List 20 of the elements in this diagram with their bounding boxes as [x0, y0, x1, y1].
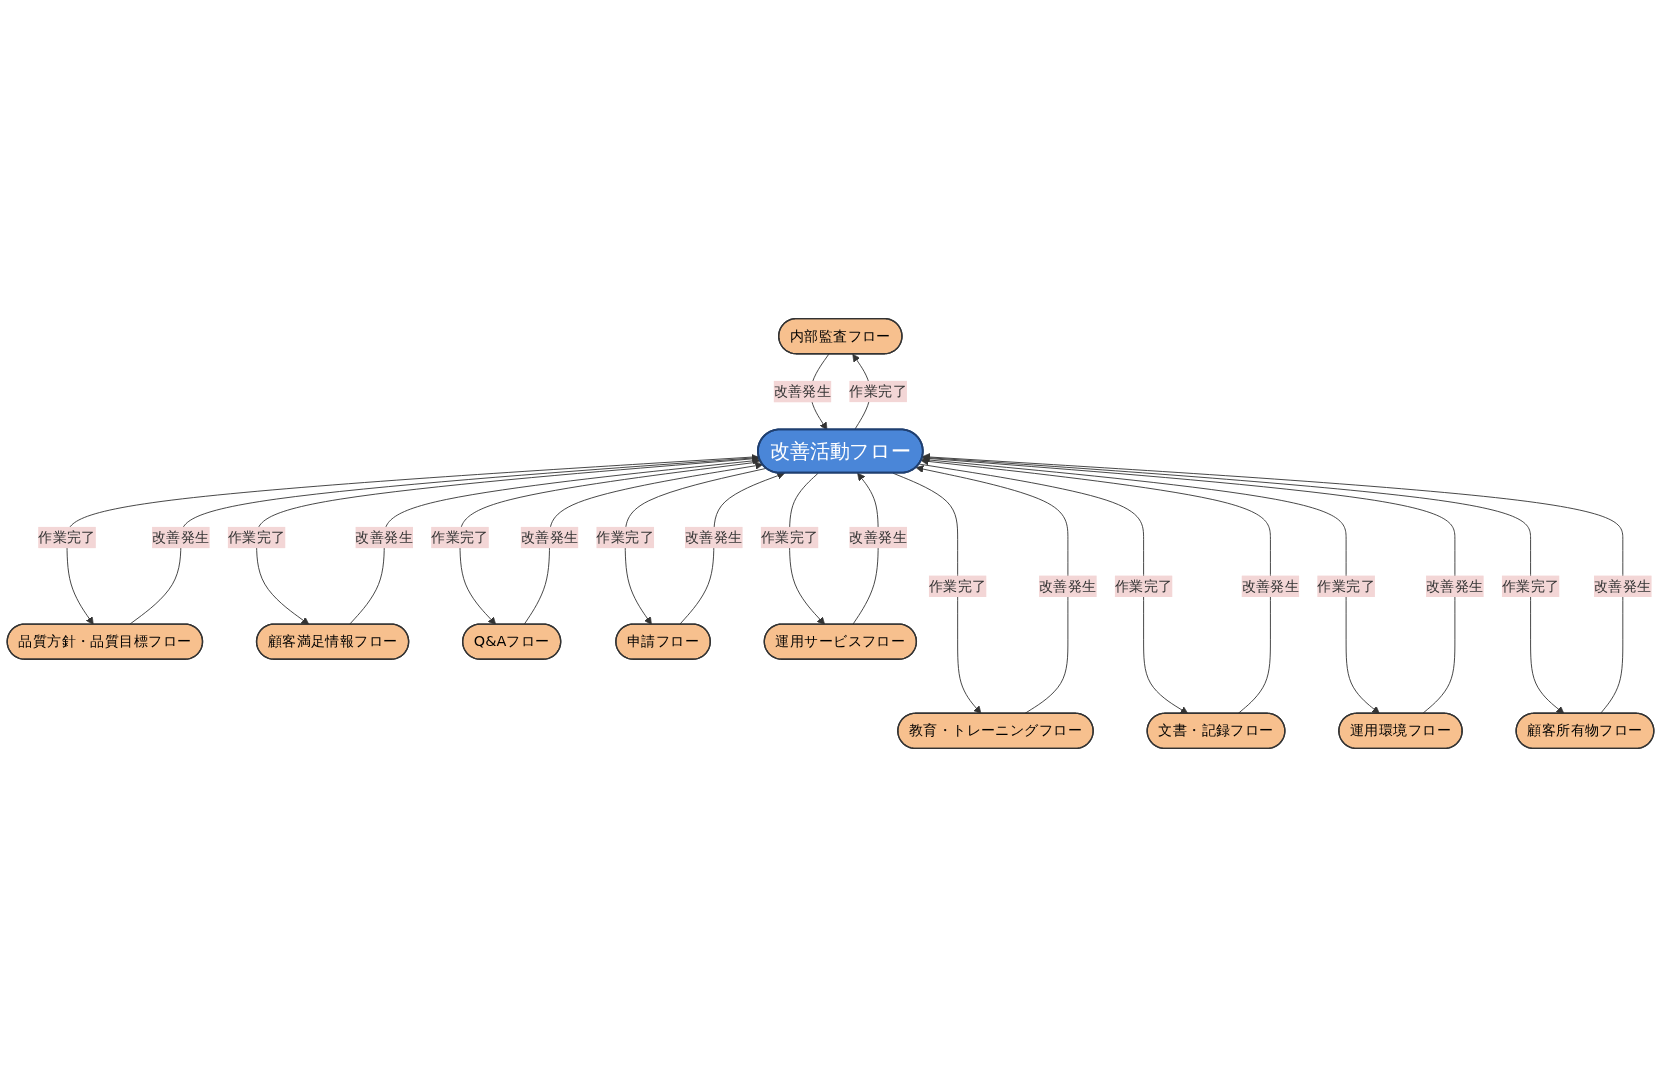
edge-label: 作業完了	[760, 528, 819, 546]
edge-label: 改善発生	[685, 528, 743, 546]
edge-label: 作業完了	[1317, 577, 1375, 595]
edge-label: 改善発生	[1241, 577, 1300, 595]
edge-label: 改善発生	[355, 528, 414, 546]
edge-label: 作業完了	[1501, 577, 1560, 595]
edge-label: 改善発生	[849, 528, 908, 546]
edge-label: 改善発生	[520, 528, 579, 546]
edge-label: 改善発生	[1426, 577, 1484, 595]
edge-label: 作業完了	[849, 382, 907, 400]
edge-label: 改善発生	[1593, 577, 1652, 595]
edge-label: 改善発生	[1039, 577, 1097, 595]
edge-label: 作業完了	[1114, 577, 1173, 595]
edge-label: 作業完了	[596, 528, 655, 546]
edge-label: 作業完了	[431, 528, 489, 546]
edge-label: 作業完了	[227, 528, 286, 546]
edge-label: 改善発生	[773, 382, 832, 400]
edge-label: 作業完了	[38, 528, 96, 546]
edge-label: 改善発生	[152, 528, 210, 546]
edge-label: 作業完了	[928, 577, 987, 595]
